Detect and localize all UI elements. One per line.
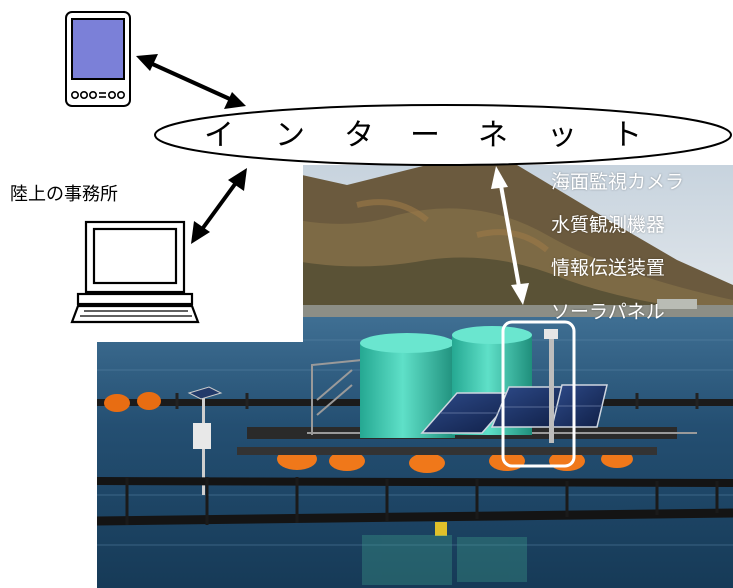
pda-internet-arrow <box>136 54 246 109</box>
pda-icon <box>65 11 131 107</box>
computer-icon <box>70 220 200 324</box>
equipment-label-camera: 海面監視カメラ <box>551 171 685 193</box>
internet-label-char-6: ッ <box>547 118 577 153</box>
equipment-label-solar-panel: ソーラパネル <box>551 301 665 323</box>
equipment-label-transmission: 情報伝送装置 <box>551 257 666 279</box>
equipment-label-water-quality: 水質観測機器 <box>551 214 666 236</box>
office-internet-arrow <box>191 168 247 244</box>
internet-label-char-4: ー <box>410 118 440 153</box>
internet-equipment-arrow <box>491 166 529 305</box>
internet-label-char-1: イ <box>204 118 234 153</box>
internet-label-char-3: タ <box>344 118 374 153</box>
land-office-label: 陸上の事務所 <box>10 184 118 205</box>
internet-ellipse <box>154 104 732 166</box>
internet-label-char-2: ン <box>275 118 305 153</box>
internet-label-char-7: ト <box>612 118 642 153</box>
internet-label-char-5: ネ <box>478 118 508 153</box>
equipment-highlight-box <box>501 320 576 468</box>
